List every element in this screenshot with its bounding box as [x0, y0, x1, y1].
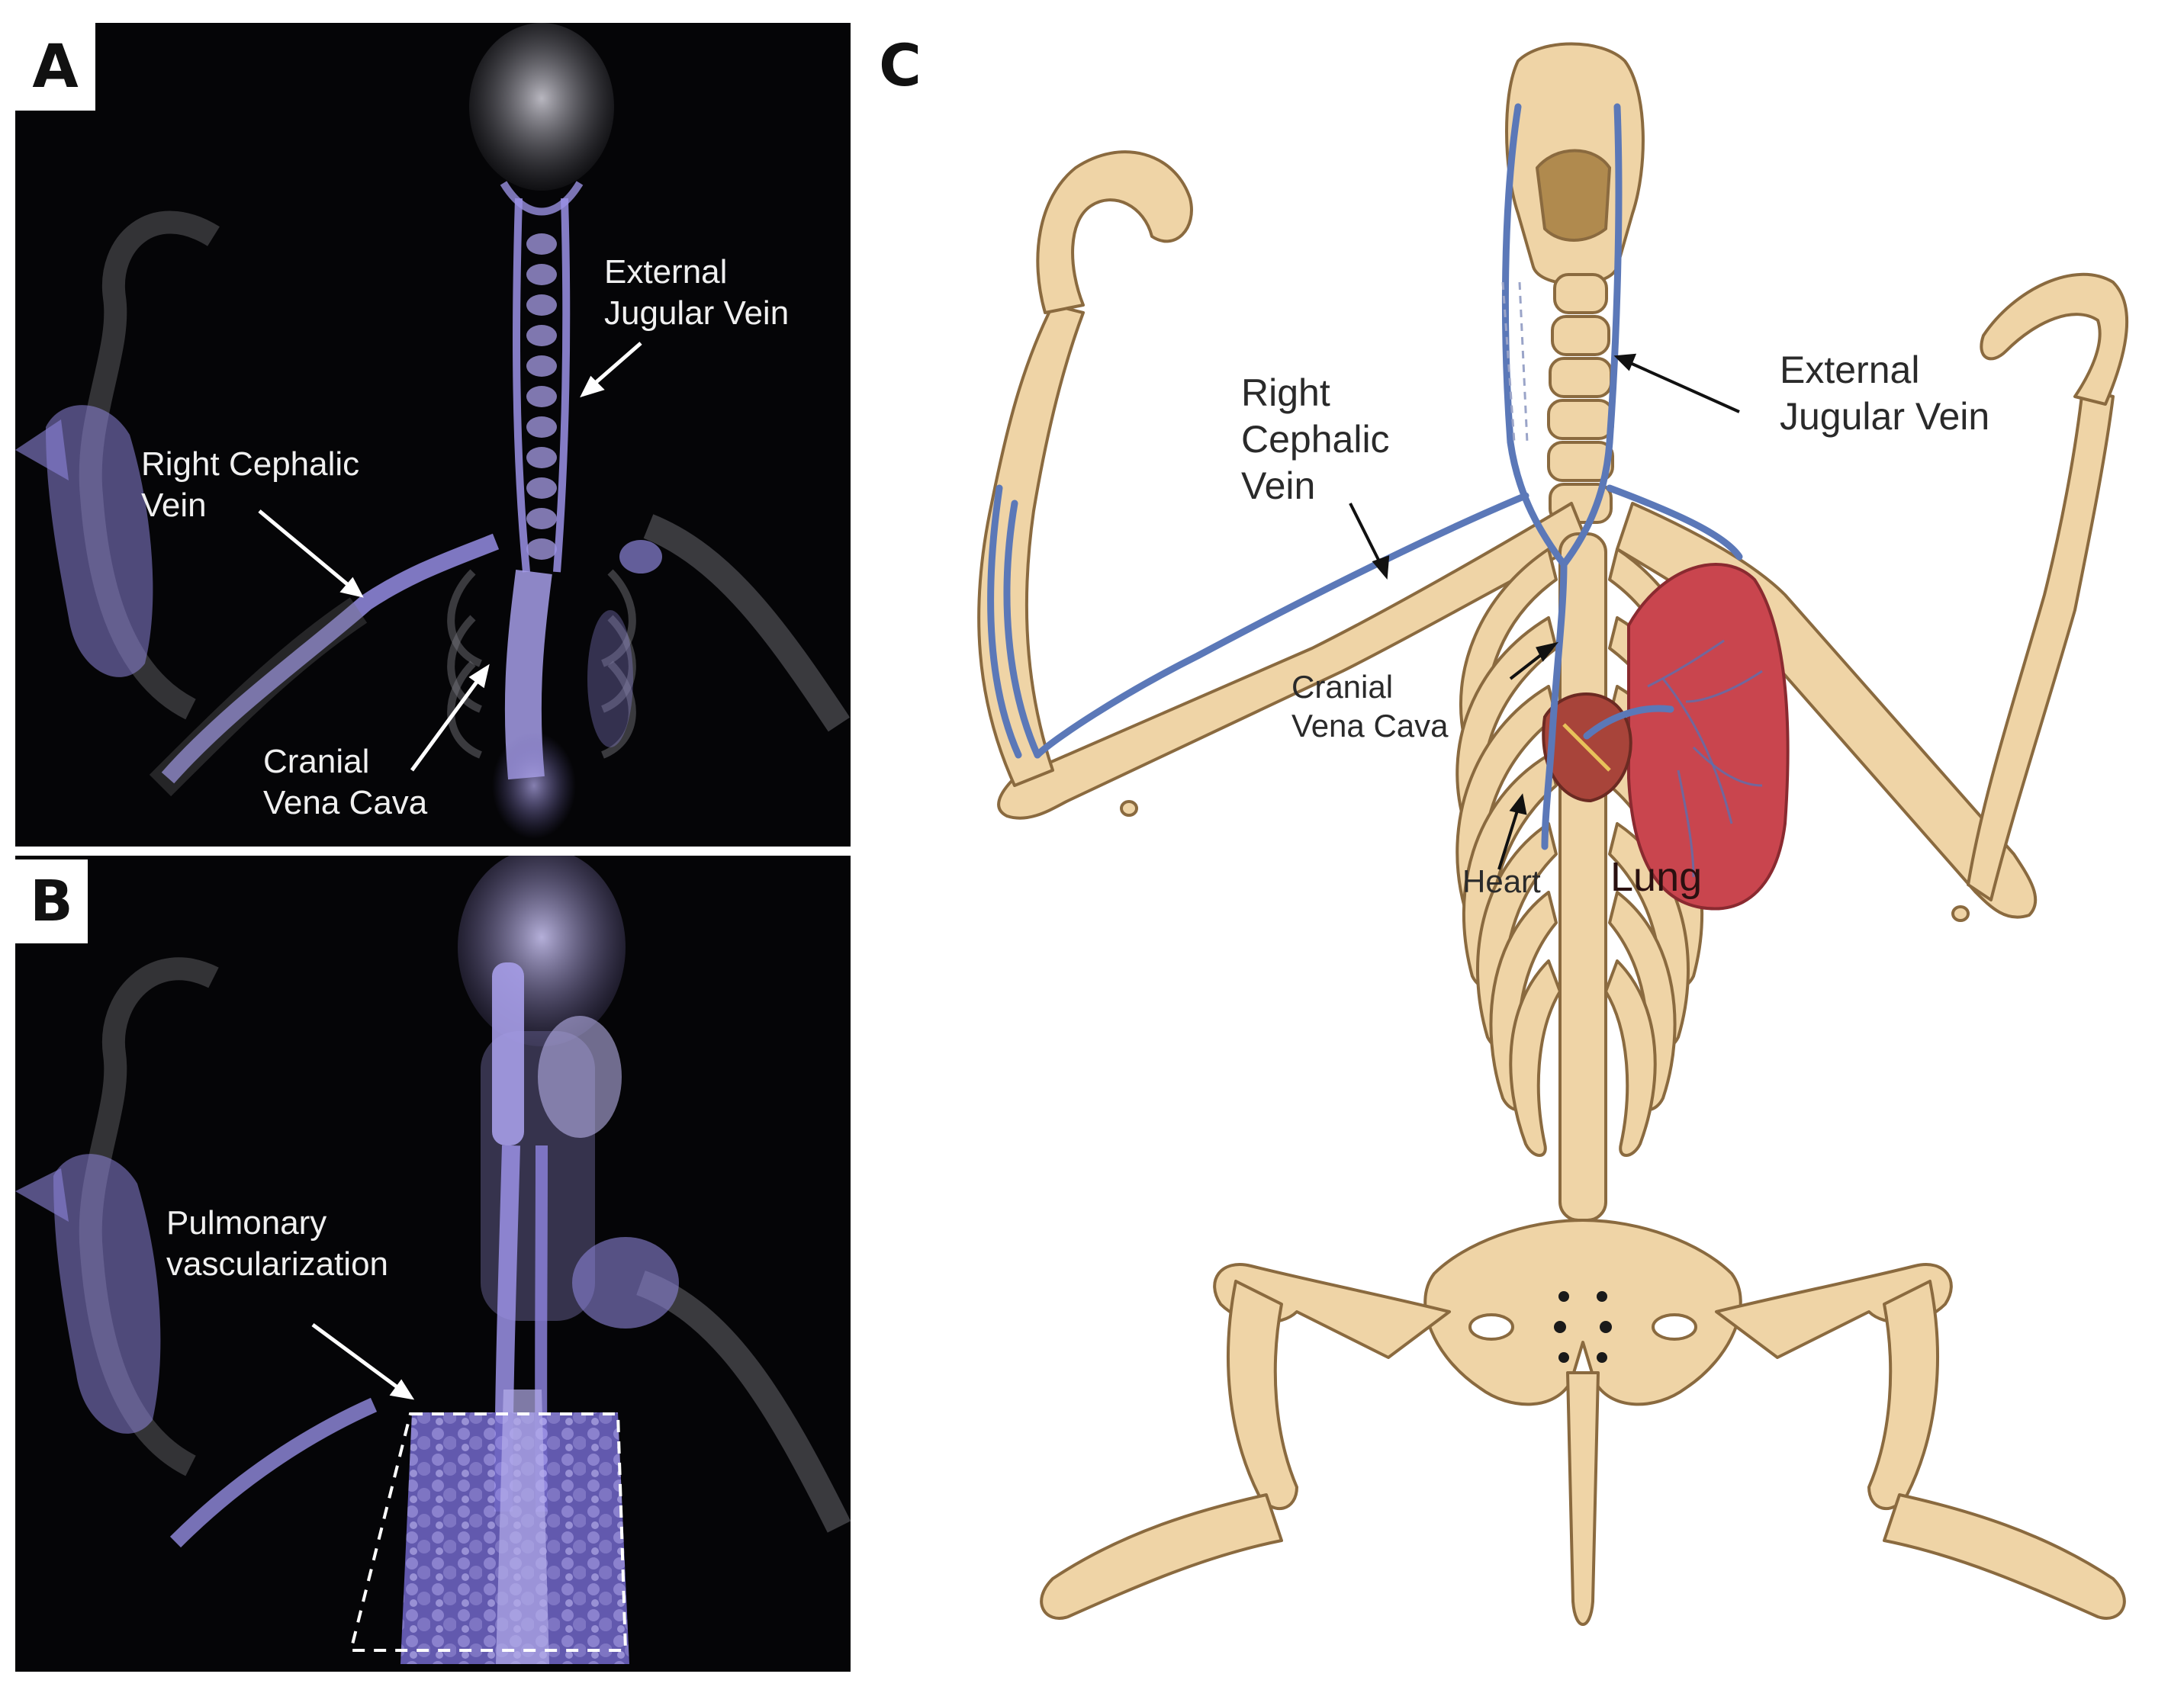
panel-c-illustration: C Right Cephalic Vein External Jugular V… — [854, 15, 2184, 1685]
label-right-cephalic-vein-c: Right Cephalic Vein — [1241, 371, 1390, 507]
panel-a-ct-scan: A External Jugular Vein Right Cephalic V… — [15, 23, 851, 847]
label-heart-c: Heart — [1462, 863, 1541, 899]
panel-b-letter: B — [15, 859, 88, 943]
panel-a-image — [15, 23, 851, 839]
panel-a-letter: A — [15, 23, 95, 111]
panel-b-ct-scan: B Pulmonary vascularization — [15, 856, 851, 1672]
label-external-jugular-vein-a: External Jugular Vein — [604, 253, 790, 332]
label-lung-c: Lung — [1610, 854, 1703, 900]
label-cranial-vena-cava-c: Cranial Vena Cava — [1291, 669, 1449, 744]
panel-c-letter: C — [879, 31, 922, 99]
label-external-jugular-vein-c: External Jugular Vein — [1780, 349, 1990, 438]
panel-b-image — [15, 856, 851, 1664]
panel-c-skeleton — [977, 42, 2129, 1626]
label-right-cephalic-vein-a: Right Cephalic Vein — [141, 445, 360, 524]
label-pulmonary-vascularization-b: Pulmonary vascularization — [166, 1204, 389, 1283]
panel-divider — [15, 847, 851, 856]
label-cranial-vena-cava-a: Cranial Vena Cava — [263, 743, 428, 821]
